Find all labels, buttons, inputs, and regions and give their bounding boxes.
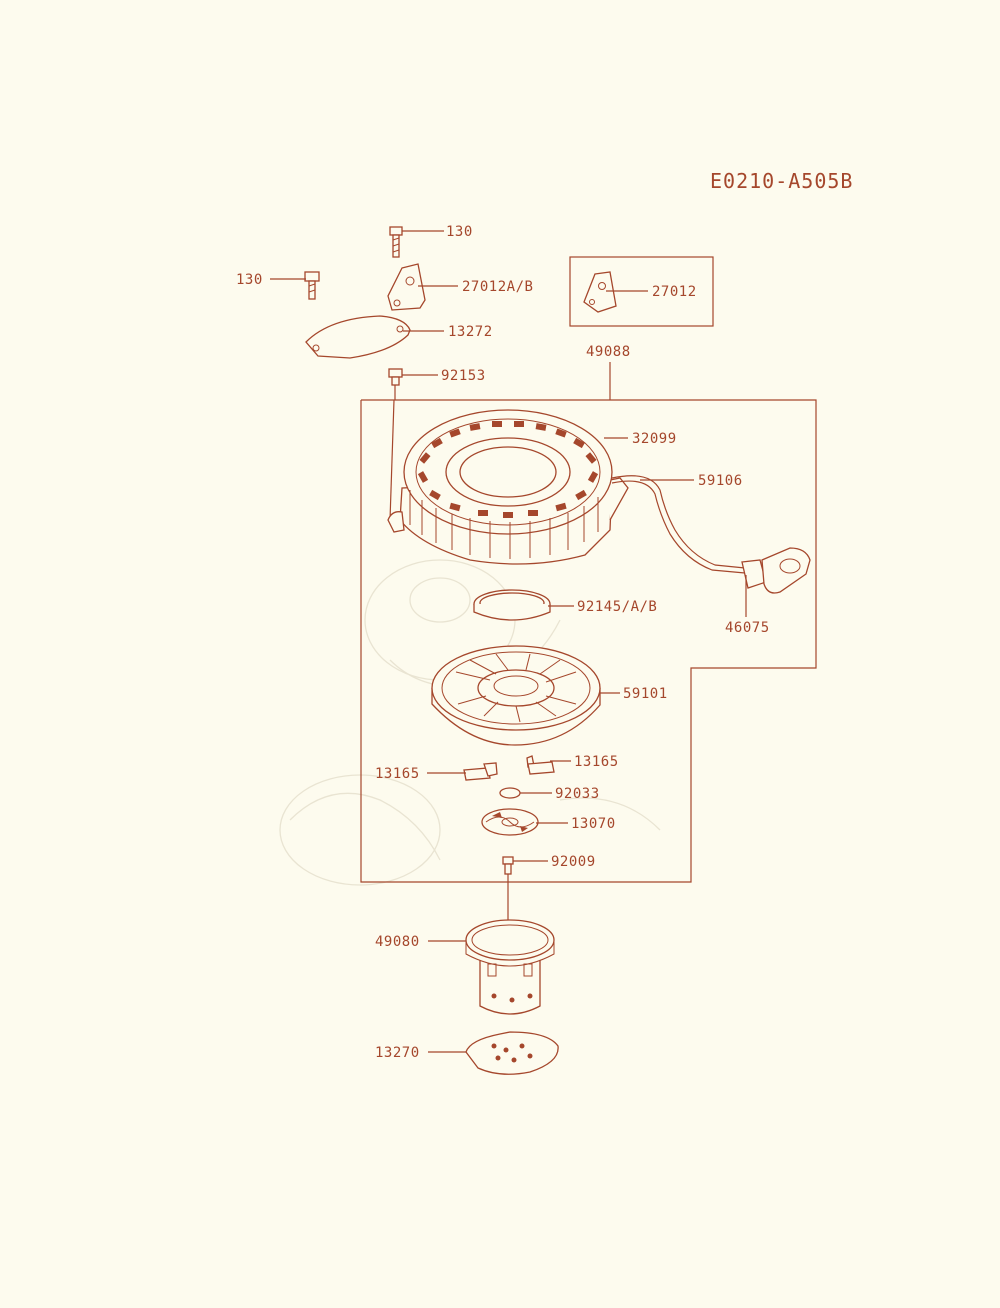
callout-bolt-left: 130 [236,272,263,288]
callout-spring: 92145/A/B [577,599,657,615]
callout-screen: 13270 [375,1045,420,1061]
callout-bracket: 27012A/B [462,279,533,295]
assembly-frame [360,362,817,883]
bracket-part [387,263,426,311]
handle-part [741,547,811,594]
washer-part [499,787,521,799]
callout-case: 32099 [632,431,677,447]
callout-guide: 13070 [571,816,616,832]
callout-bracket-inset: 27012 [652,284,697,300]
diagram-code: E0210-A505B [710,169,853,193]
callout-ratchet-right: 13165 [574,754,619,770]
callout-assembly: 49088 [586,344,631,360]
screw-part [502,856,514,930]
reel-part [431,645,601,746]
plate-part [305,315,411,359]
bolt-small-part [388,368,403,521]
pulley-part [465,919,555,1015]
guide-part [481,808,539,836]
callout-bolt-small: 92153 [441,368,486,384]
bolt-top-part [389,226,403,258]
rope-part [611,475,746,574]
recoil-case-part [387,409,629,565]
bracket-inset-part [583,271,617,313]
spring-part [473,589,551,621]
callout-washer: 92033 [555,786,600,802]
bolt-left-part [304,271,320,300]
inset-box [569,256,714,327]
callout-screw: 92009 [551,854,596,870]
screen-part [465,1031,559,1075]
callout-bolt-top: 130 [446,224,473,240]
callout-handle: 46075 [725,620,770,636]
ratchet-left-part [463,762,498,781]
callout-rope: 59106 [698,473,743,489]
callout-pulley: 49080 [375,934,420,950]
leader-lines [270,230,747,1053]
callout-reel: 59101 [623,686,668,702]
callout-ratchet-left: 13165 [375,766,420,782]
ratchet-right-part [526,755,555,775]
callout-plate: 13272 [448,324,493,340]
